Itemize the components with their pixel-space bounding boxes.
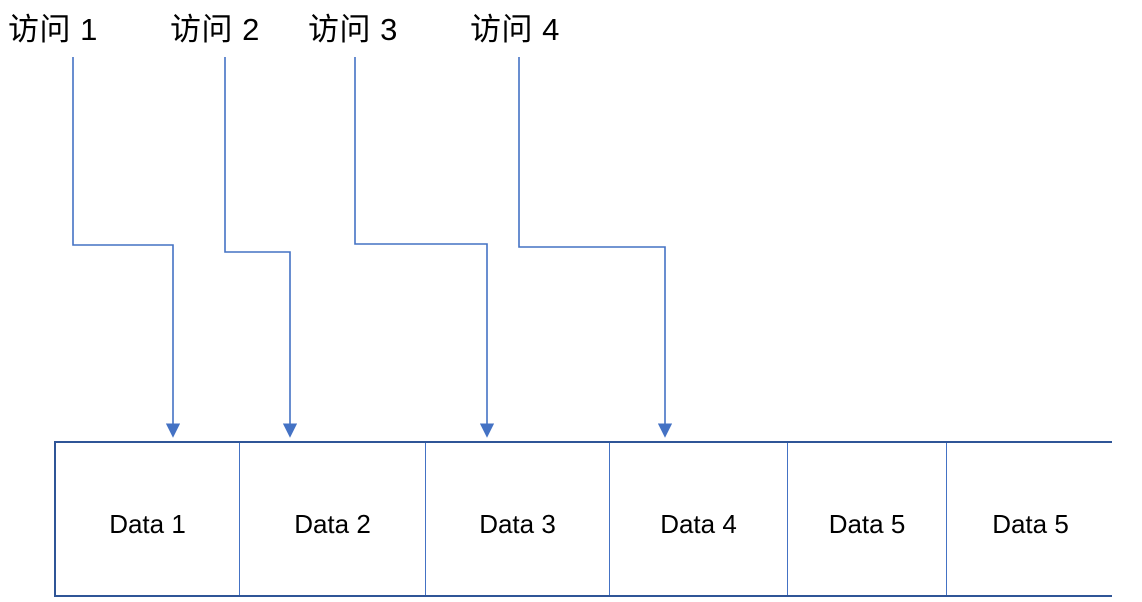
access-label-2: 访问 2 (170, 12, 260, 47)
data-cell-label: Data 4 (660, 508, 737, 539)
data-table: Data 1 Data 2 Data 3 Data 4 Data 5 Data 5 (54, 441, 1114, 597)
data-cell-6: Data 5 (947, 443, 1114, 595)
data-cell-3: Data 3 (426, 443, 610, 595)
data-cell-label: Data 5 (828, 508, 906, 539)
connector-1 (72, 57, 181, 438)
connector-2 (224, 57, 298, 438)
data-cell-1: Data 1 (56, 443, 240, 595)
data-cell-label: Data 3 (479, 508, 556, 539)
connector-4 (518, 57, 673, 438)
access-label-3: 访问 3 (308, 12, 398, 47)
data-cell-label: Data 5 (992, 508, 1069, 539)
access-label-1: 访问 1 (8, 12, 98, 47)
data-cell-2: Data 2 (240, 443, 426, 595)
data-cell-label: Data 1 (109, 508, 186, 539)
connector-3 (354, 57, 495, 438)
data-cell-4: Data 4 (610, 443, 788, 595)
data-cell-label: Data 2 (294, 508, 371, 539)
data-cell-5: Data 5 (788, 443, 947, 595)
access-label-4: 访问 4 (470, 12, 560, 47)
